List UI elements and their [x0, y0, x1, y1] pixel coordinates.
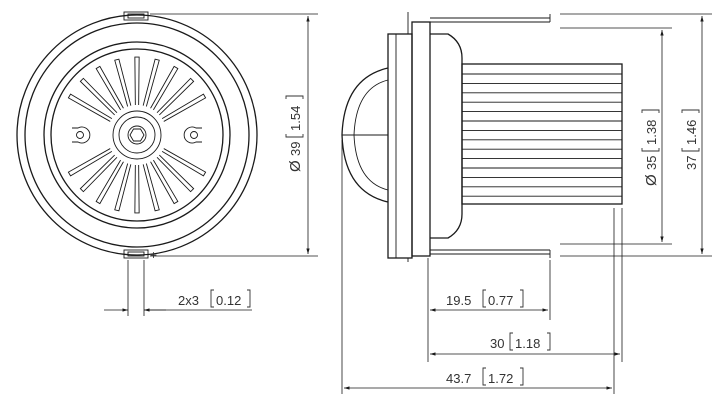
length-total-value: 43.7 — [446, 371, 471, 386]
bracket-close — [681, 109, 700, 113]
left-mount-ear — [72, 126, 91, 144]
bracket-open — [210, 289, 214, 308]
length-heatsink-alt: 1.18 — [515, 336, 540, 351]
front-view: + Ø 39 1.54 2x3 0.12 — [16, 11, 318, 316]
contact-width-value: 2x3 — [178, 293, 199, 308]
length-total-alt: 1.72 — [488, 371, 513, 386]
fin — [114, 58, 132, 107]
front-flange — [387, 33, 413, 259]
fin — [79, 77, 118, 116]
bracket-open — [482, 367, 486, 386]
contact-width-alt: 0.12 — [216, 293, 241, 308]
polarity-mark: + — [150, 248, 157, 262]
bracket-close — [641, 109, 660, 113]
radial-fins — [67, 56, 207, 214]
bracket-open — [482, 289, 486, 308]
fin — [156, 77, 195, 116]
bracket-close — [520, 367, 524, 386]
length-body-alt: 0.77 — [488, 293, 513, 308]
length-dimensions: 19.5 0.77 30 1.18 43.7 1.72 — [341, 140, 623, 394]
center-boss-inner — [118, 116, 156, 154]
rear-flange — [411, 21, 431, 257]
fin — [134, 56, 140, 106]
length-heatsink-value: 30 — [490, 336, 504, 351]
heatsink-body — [461, 63, 623, 205]
side-diameter-dimension: Ø 35 1.38 — [560, 27, 672, 245]
center-boss-outer — [112, 110, 162, 160]
top-contact-frame — [123, 11, 149, 21]
contact-bottom: + — [123, 248, 157, 262]
bracket-close — [247, 289, 251, 308]
fin — [67, 93, 113, 122]
fin — [150, 159, 179, 205]
right-mount-ear — [183, 126, 202, 144]
contact-top — [123, 11, 149, 21]
fin — [114, 163, 132, 212]
diameter-alt: 1.54 — [288, 106, 303, 131]
rim-inner-edge — [24, 22, 250, 248]
fin — [142, 163, 160, 212]
bracket-close — [547, 332, 551, 351]
length-body-dimension: 19.5 0.77 — [430, 289, 548, 312]
top-contact-pin — [127, 13, 145, 19]
diameter-symbol: Ø — [287, 160, 304, 172]
mount-ears — [72, 126, 202, 144]
bracket-open — [681, 148, 700, 152]
right-ear-hole — [190, 131, 198, 139]
fin — [142, 58, 160, 107]
length-body-value: 19.5 — [446, 293, 471, 308]
diameter-alt: 1.38 — [644, 120, 659, 145]
fin — [150, 65, 179, 111]
center-nut-ring — [127, 125, 147, 145]
fin — [67, 148, 113, 177]
bracket-open — [509, 332, 513, 351]
outer-rim — [16, 14, 258, 256]
fin — [161, 148, 207, 177]
height-alt: 1.46 — [684, 120, 699, 145]
body-inner-ring — [50, 48, 224, 222]
fin — [156, 154, 195, 193]
length-heatsink-dimension: 30 1.18 — [430, 332, 620, 356]
length-total-dimension: 43.7 1.72 — [344, 367, 612, 390]
fin — [134, 164, 140, 214]
fin — [79, 154, 118, 193]
front-diameter-dimension: Ø 39 1.54 — [150, 13, 318, 257]
bracket-open — [641, 148, 660, 152]
contact-width-dimension: 2x3 0.12 — [104, 260, 252, 316]
bottom-contact-frame — [123, 249, 149, 259]
height-value: 37 — [684, 156, 699, 170]
fin — [95, 159, 124, 205]
heatsink-fins — [462, 73, 622, 197]
left-ear-hole — [76, 131, 84, 139]
side-height-dimension: 37 1.46 — [560, 13, 712, 257]
hex-socket — [129, 128, 145, 142]
bracket-open — [285, 134, 304, 138]
bracket-close — [520, 289, 524, 308]
body-outer-ring — [43, 41, 231, 229]
fin — [95, 65, 124, 111]
diameter-value: 39 — [288, 142, 303, 156]
diameter-symbol: Ø — [643, 174, 660, 186]
fin — [161, 93, 207, 122]
side-view: Ø 35 1.38 37 1.46 — [341, 12, 712, 394]
bracket-close — [285, 95, 304, 99]
diameter-value: 35 — [644, 156, 659, 170]
housing-taper — [430, 33, 463, 239]
bottom-contact-pin — [127, 251, 145, 257]
